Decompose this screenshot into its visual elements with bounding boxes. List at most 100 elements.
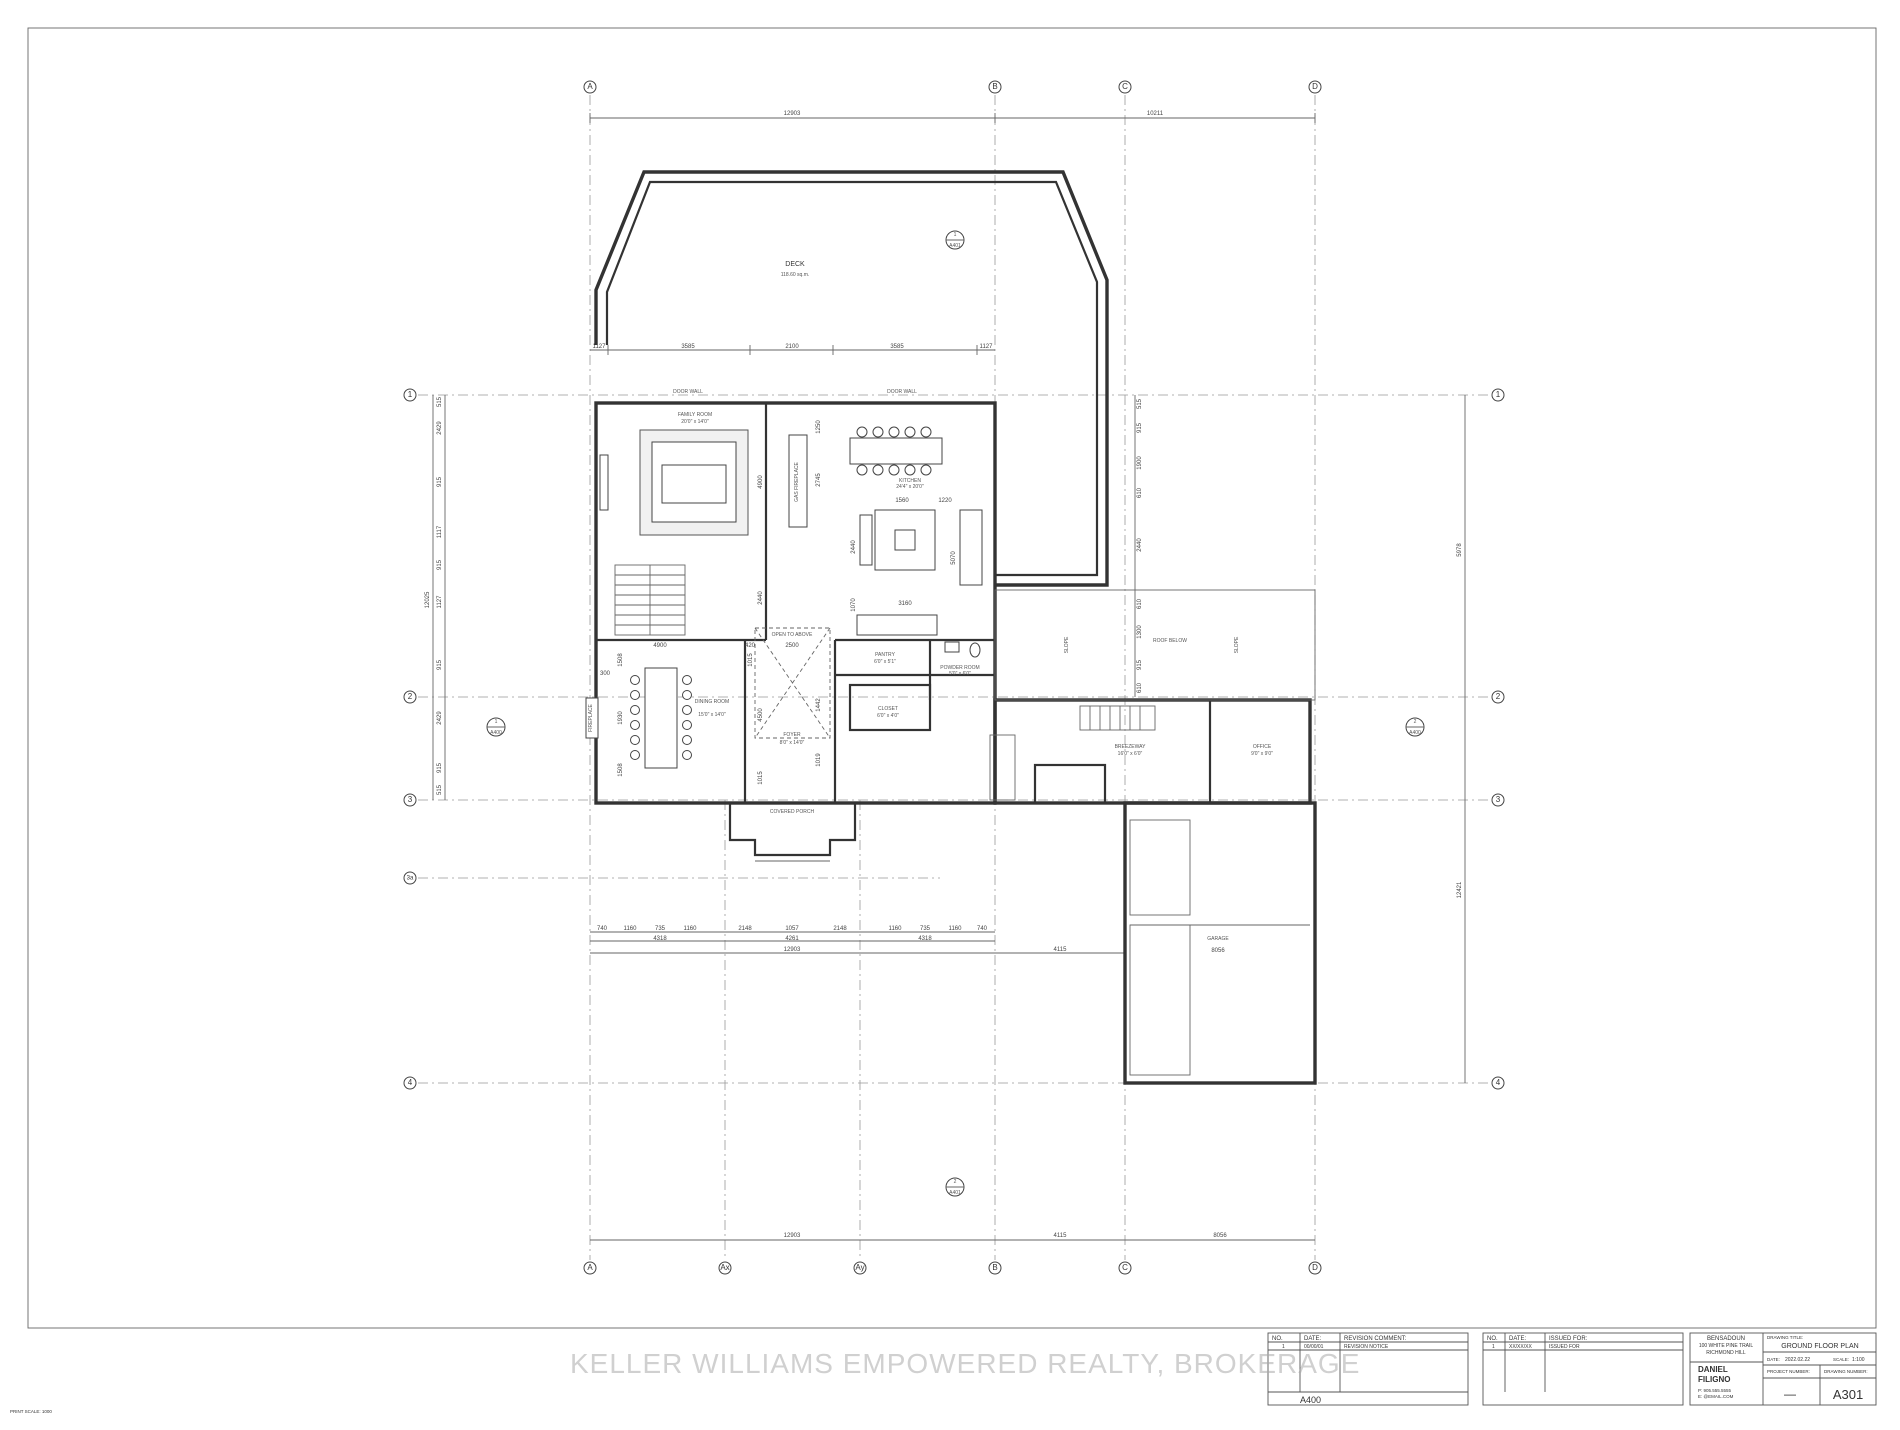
grid-bubble-3-right: 3 <box>1491 793 1505 807</box>
family-room-size: 20'0" x 14'0" <box>681 419 709 425</box>
dimension-bottom-grid: 12903 4115 8056 <box>590 1233 1315 1241</box>
svg-text:3a: 3a <box>407 876 414 882</box>
svg-text:2440: 2440 <box>851 540 857 554</box>
svg-text:12903: 12903 <box>784 111 801 117</box>
powder-room: POWDER ROOM 5'0" x 6'0" <box>940 641 981 677</box>
section-mark-right: 2 A400 <box>1405 717 1425 737</box>
section-mark-top: 1 A401 <box>945 230 965 250</box>
svg-text:ISSUED FOR:: ISSUED FOR: <box>1549 1336 1588 1342</box>
designer-email: E: @EMAIL.COM <box>1698 1394 1734 1399</box>
slope-label-left: SLOPE <box>1064 636 1070 653</box>
project-number: — <box>1784 1387 1796 1401</box>
covered-porch-label: COVERED PORCH <box>770 809 815 815</box>
svg-text:4: 4 <box>408 1078 413 1087</box>
address-line-1: 100 WHITE PINE TRAIL <box>1699 1343 1754 1349</box>
section-mark-bottom: 2 A401 <box>945 1177 965 1197</box>
svg-text:610: 610 <box>1137 598 1143 609</box>
svg-text:1070: 1070 <box>851 598 857 612</box>
svg-text:4500: 4500 <box>758 708 764 722</box>
svg-text:1900: 1900 <box>1137 456 1143 470</box>
svg-text:1019: 1019 <box>816 753 822 767</box>
svg-text:1127: 1127 <box>980 344 994 350</box>
svg-text:1930: 1930 <box>618 711 624 725</box>
svg-text:4: 4 <box>1496 1078 1501 1087</box>
svg-text:1: 1 <box>954 232 957 238</box>
grid-bubble-2-left: 2 <box>403 690 417 704</box>
svg-text:NO.: NO. <box>1272 1336 1283 1342</box>
svg-text:NO.: NO. <box>1487 1336 1498 1342</box>
svg-text:3: 3 <box>408 795 413 804</box>
svg-text:1508: 1508 <box>618 763 624 777</box>
svg-text:915: 915 <box>437 559 443 570</box>
closet-label: CLOSET <box>878 706 898 712</box>
svg-text:4115: 4115 <box>1054 1233 1068 1239</box>
svg-text:5978: 5978 <box>1457 543 1463 557</box>
grid-bubble-B-bottom: B <box>988 1261 1002 1275</box>
svg-text:C: C <box>1122 1263 1128 1272</box>
svg-text:1508: 1508 <box>618 653 624 667</box>
roof-below: ROOF BELOW SLOPE SLOPE <box>1064 636 1240 653</box>
svg-text:1300: 1300 <box>1137 625 1143 639</box>
grid-bubble-1-right: 1 <box>1491 388 1505 402</box>
svg-text:D: D <box>1312 82 1318 91</box>
dining-fireplace <box>585 697 599 739</box>
family-room-label: FAMILY ROOM <box>678 412 712 418</box>
dimension-top-deck: 1127 3585 2100 3585 1127 <box>590 344 995 355</box>
svg-text:1: 1 <box>495 719 498 725</box>
designer-last: FILIGNO <box>1698 1375 1730 1384</box>
svg-text:2148: 2148 <box>738 926 752 932</box>
svg-text:DATE:: DATE: <box>1509 1336 1527 1342</box>
dimension-left-chain: 12025 515 2429 915 1117 915 1127 915 242… <box>425 395 446 800</box>
svg-text:1057: 1057 <box>785 926 799 932</box>
svg-text:3585: 3585 <box>681 344 695 350</box>
designer-phone: P: 905.555.5555 <box>1698 1388 1732 1393</box>
grid-bubble-D-top: D <box>1308 80 1322 94</box>
svg-text:Ay: Ay <box>855 1263 864 1272</box>
issue-table: NO. DATE: ISSUED FOR: 1 XX/XX/XX ISSUED … <box>1482 1332 1684 1406</box>
door-wall-label-left: DOOR WALL <box>673 389 703 395</box>
closet: CLOSET 6'0" x 4'0" <box>877 706 899 719</box>
svg-text:12903: 12903 <box>784 1233 801 1239</box>
svg-text:515: 515 <box>437 396 443 407</box>
garage-dim: 8056 <box>1211 948 1225 954</box>
svg-text:740: 740 <box>597 926 608 932</box>
breezeway: BREEZEWAY 16'0" x 6'0" <box>989 705 1156 801</box>
family-dim-4: 2745 <box>816 473 822 487</box>
svg-text:1: 1 <box>1492 1344 1495 1350</box>
foyer: OPEN TO ABOVE FOYER 8'0" x 14'0" 2500 42… <box>745 627 831 785</box>
svg-text:10211: 10211 <box>1147 111 1164 117</box>
svg-text:610: 610 <box>1137 682 1143 693</box>
svg-text:1117: 1117 <box>437 525 443 538</box>
svg-text:1160: 1160 <box>684 926 698 932</box>
svg-text:3160: 3160 <box>898 601 912 607</box>
svg-text:915: 915 <box>1137 422 1143 433</box>
office: OFFICE 9'0" x 9'0" <box>1251 744 1273 757</box>
drawing-date: 2022.02.22 <box>1785 1357 1810 1363</box>
house-walls <box>594 401 1317 1085</box>
deck: DECK 118.60 sq.m. <box>594 170 1109 587</box>
svg-text:FIREPLACE: FIREPLACE <box>588 703 594 731</box>
grid-bubble-B-top: B <box>988 80 1002 94</box>
grid-bubble-A-top: A <box>583 80 597 94</box>
grid-bubble-4-right: 4 <box>1491 1076 1505 1090</box>
breezeway-label: BREEZEWAY <box>1115 744 1147 750</box>
svg-text:REVISION COMMENT:: REVISION COMMENT: <box>1344 1336 1407 1342</box>
svg-text:515: 515 <box>437 784 443 795</box>
powder-room-size: 5'0" x 6'0" <box>949 671 971 677</box>
svg-text:5070: 5070 <box>951 551 957 565</box>
open-to-above-label: OPEN TO ABOVE <box>772 632 813 638</box>
grid-lines <box>418 95 1490 1260</box>
family-room: FAMILY ROOM 20'0" x 14'0" GAS FIREPLACE <box>599 412 808 536</box>
svg-text:D: D <box>1312 1263 1318 1272</box>
dimension-bottom-detail: 740 1160 735 1160 2148 1057 2148 1160 73… <box>590 926 1125 954</box>
title-block: BENSADOUN 100 WHITE PINE TRAIL RICHMOND … <box>1689 1332 1877 1406</box>
svg-text:1220: 1220 <box>938 498 952 504</box>
kitchen-size: 24'4" x 20'0" <box>896 484 924 490</box>
svg-text:1: 1 <box>408 390 413 399</box>
slope-label-right: SLOPE <box>1234 636 1240 653</box>
svg-text:A400: A400 <box>490 730 502 736</box>
dining-table <box>644 667 678 769</box>
address-line-2: RICHMOND HILL <box>1706 1350 1746 1356</box>
covered-porch: COVERED PORCH <box>728 803 857 862</box>
svg-text:4261: 4261 <box>785 936 799 942</box>
